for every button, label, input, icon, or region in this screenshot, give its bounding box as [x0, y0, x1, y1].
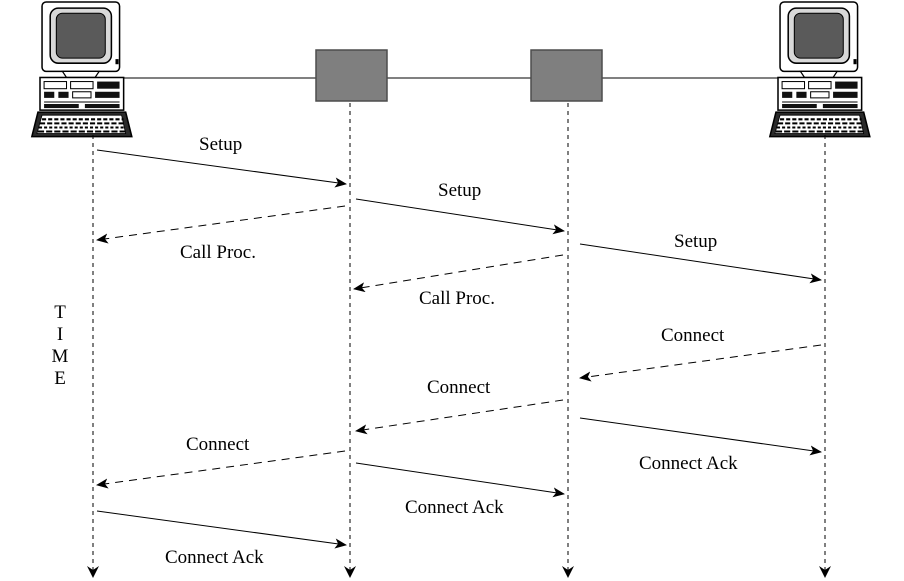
message-arrow — [579, 417, 822, 456]
message-arrow — [355, 198, 565, 235]
timeline-arrow-caller — [87, 566, 99, 578]
message-arrow — [96, 149, 347, 188]
message-arrow — [355, 462, 565, 498]
time-letter: I — [57, 324, 63, 345]
switch-right-icon — [530, 49, 603, 102]
time-axis-label: T I M E — [52, 302, 69, 389]
message-arrow — [579, 344, 822, 382]
message-label: Call Proc. — [419, 288, 495, 309]
message-label: Connect Ack — [639, 453, 738, 474]
message-label: Setup — [674, 231, 717, 252]
message-arrow — [96, 450, 346, 489]
left-computer-icon — [30, 0, 133, 138]
message-arrow — [355, 399, 564, 435]
right-computer-icon — [768, 0, 871, 138]
message-arrow — [353, 254, 564, 293]
message-arrow — [579, 243, 822, 284]
time-letter: E — [54, 368, 66, 389]
message-label: Connect — [427, 377, 491, 398]
message-label: Connect — [186, 434, 250, 455]
message-label: Setup — [199, 134, 242, 155]
switch-left-icon — [315, 49, 388, 102]
timeline-arrow-callee — [819, 566, 831, 578]
message-arrow — [96, 205, 346, 244]
message-label: Connect Ack — [405, 497, 504, 518]
time-letter: T — [54, 302, 66, 323]
message-arrow — [96, 510, 347, 549]
message-label: Connect — [661, 325, 725, 346]
timeline-arrow-switch-1 — [344, 566, 356, 578]
timelines — [92, 103, 826, 570]
timeline-arrowheads — [87, 566, 831, 578]
message-flows — [96, 149, 822, 549]
time-letter: M — [52, 346, 69, 367]
timeline-arrow-switch-2 — [562, 566, 574, 578]
message-label: Setup — [438, 180, 481, 201]
message-label: Connect Ack — [165, 547, 264, 568]
message-labels: Setup Setup Call Proc. Setup Call Proc. … — [165, 134, 738, 568]
message-label: Call Proc. — [180, 242, 256, 263]
